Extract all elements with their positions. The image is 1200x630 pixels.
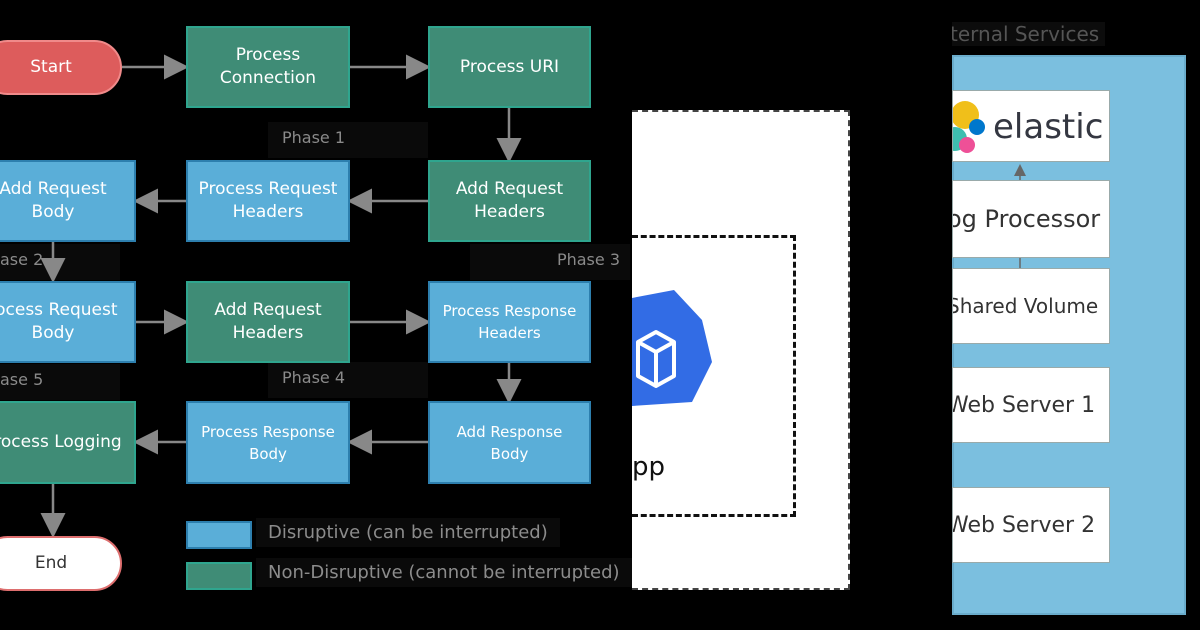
app-label: pp <box>632 452 666 482</box>
node-process-response-body: Process Response Body <box>186 401 350 484</box>
legend-label-non-disruptive: Non-Disruptive (cannot be interrupted) <box>256 558 632 587</box>
phase-label-4: Phase 4 <box>268 362 428 398</box>
elastic-box: elastic <box>952 90 1110 162</box>
phase-label-1: Phase 1 <box>268 122 428 158</box>
shared-volume-box: Shared Volume <box>952 268 1110 344</box>
node-process-uri: Process URI <box>428 26 591 108</box>
legend-label-disruptive: Disruptive (can be interrupted) <box>256 518 560 547</box>
elastic-logo-icon <box>953 101 985 153</box>
log-processor-box: og Processor <box>952 180 1110 258</box>
kubernetes-panel: pp <box>632 0 950 630</box>
node-add-request-headers-1: Add Request Headers <box>428 160 591 242</box>
external-services-header: ternal Services <box>952 22 1106 46</box>
node-process-response-headers: Process Response Headers <box>428 281 591 363</box>
flow-arrows <box>40 54 522 538</box>
kubernetes-pod-icon <box>632 290 712 406</box>
node-add-request-body: Add Request Body <box>0 160 136 242</box>
phase-label-3: Phase 3 <box>470 244 630 280</box>
legend-swatch-disruptive <box>186 521 252 549</box>
node-process-logging: Process Logging <box>0 401 136 484</box>
elastic-label: elastic <box>993 107 1104 147</box>
pod-frame <box>632 235 796 517</box>
cluster-frame <box>632 110 850 590</box>
node-process-connection: Process Connection <box>186 26 350 108</box>
node-end: End <box>0 536 122 591</box>
node-start: Start <box>0 40 122 95</box>
node-process-request-headers: Process Request Headers <box>186 160 350 242</box>
phase-label-5: ase 5 <box>0 364 120 400</box>
legend-swatch-non-disruptive <box>186 562 252 590</box>
flowchart-panel: Phase 1 ase 2 Phase 3 Phase 4 ase 5 Star… <box>0 26 632 591</box>
node-process-request-body: rocess Request Body <box>0 281 136 363</box>
web-server-1-box: Web Server 1 <box>952 367 1110 443</box>
services-panel: ternal Services elastic og Processor Sha… <box>952 0 1200 630</box>
node-add-response-body: Add Response Body <box>428 401 591 484</box>
web-server-2-box: Web Server 2 <box>952 487 1110 563</box>
node-add-request-headers-2: Add Request Headers <box>186 281 350 363</box>
service-connectors <box>1014 164 1026 268</box>
